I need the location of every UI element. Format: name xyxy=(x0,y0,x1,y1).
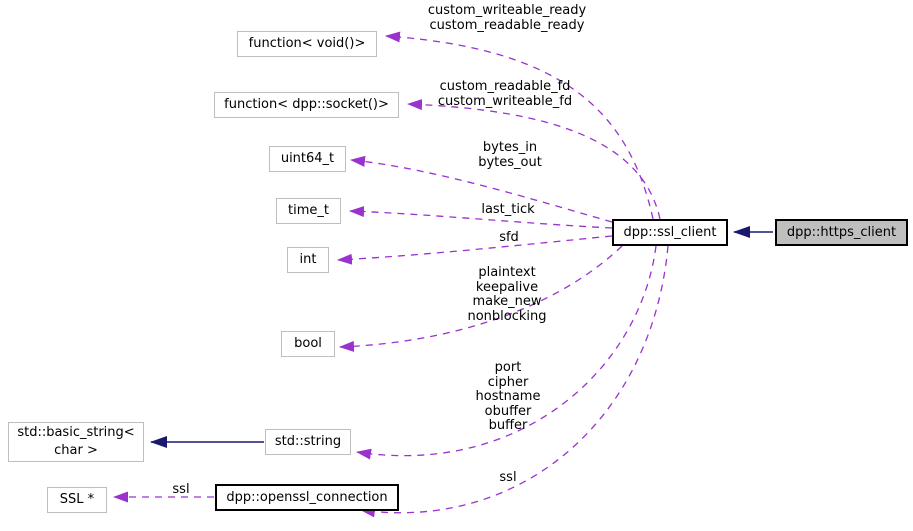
edge-label-custom-ready: custom_writeable_ready custom_readable_r… xyxy=(427,3,587,33)
edge-ssl-client-openssl-connection xyxy=(360,245,669,518)
edge-label-bytes: bytes_in bytes_out xyxy=(478,140,542,170)
edge-ssl-client-function-socket xyxy=(407,99,661,220)
edge-ssl-client-int xyxy=(337,235,613,265)
node-ssl-client[interactable]: dpp::ssl_client xyxy=(612,219,728,246)
node-ssl-pointer: SSL * xyxy=(47,487,107,513)
node-time-t: time_t xyxy=(276,198,341,224)
node-openssl-connection[interactable]: dpp::openssl_connection xyxy=(215,484,399,511)
edge-label-ssl-ptr-member: ssl xyxy=(172,482,190,497)
node-bool: bool xyxy=(281,331,335,357)
node-std-basic-string: std::basic_string< char > xyxy=(8,422,144,462)
node-function-socket: function< dpp::socket()> xyxy=(214,92,399,118)
edge-ssl-client-uint64-t xyxy=(350,155,613,223)
edge-label-custom-fd: custom_readable_fd custom_writeable_fd xyxy=(437,79,573,109)
edge-label-flags: plaintext keepalive make_new nonblocking xyxy=(467,265,547,324)
edge-label-ssl-member: ssl xyxy=(499,470,517,485)
node-function-void: function< void()> xyxy=(237,31,377,57)
edge-ssl-client-bool xyxy=(339,245,623,352)
edge-ssl-client-time-t xyxy=(349,206,613,229)
edge-label-last-tick: last_tick xyxy=(481,202,535,217)
edge-ssl-client-string xyxy=(356,245,657,460)
node-int: int xyxy=(287,247,329,273)
node-uint64-t: uint64_t xyxy=(269,146,346,172)
edge-ssl-client-function-void xyxy=(385,31,654,220)
node-https-client: dpp::https_client xyxy=(775,219,908,246)
node-std-string: std::string xyxy=(265,429,351,455)
edge-label-string-members: port cipher hostname obuffer buffer xyxy=(475,360,541,433)
edge-label-sfd: sfd xyxy=(499,230,519,245)
